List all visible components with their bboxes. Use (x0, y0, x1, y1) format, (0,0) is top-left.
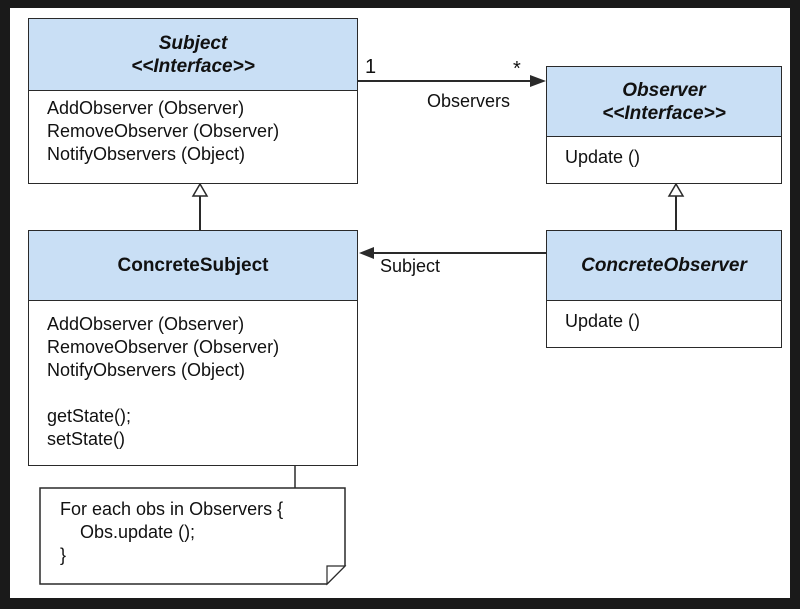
concrete-observer-header: ConcreteObserver (547, 231, 781, 301)
concrete-observer-name: ConcreteObserver (581, 255, 747, 276)
subject-methods: AddObserver (Observer) RemoveObserver (O… (29, 91, 357, 166)
multiplicity-target: * (513, 58, 521, 80)
note-fold (326, 565, 347, 586)
note-line: Obs.update (); (60, 522, 196, 542)
method: Update () (565, 147, 641, 167)
subject-header: Subject <<Interface>> (29, 19, 357, 91)
uml-diagram: Subject <<Interface>> AddObserver (Obser… (10, 8, 790, 598)
concrete-subject-methods: AddObserver (Observer) RemoveObserver (O… (29, 301, 357, 451)
method-spacer (47, 382, 357, 405)
note-line: For each obs in Observers { (60, 499, 284, 519)
association-arrowhead (530, 75, 546, 87)
method: NotifyObservers (Object) (47, 144, 246, 164)
subject-reference-arrowhead (359, 247, 374, 259)
note-line: } (60, 545, 67, 565)
method: AddObserver (Observer) (47, 98, 245, 118)
concrete-observer-class[interactable]: ConcreteObserver Update () (546, 230, 782, 348)
concrete-subject-class[interactable]: ConcreteSubject AddObserver (Observer) R… (28, 230, 358, 466)
observer-header: Observer <<Interface>> (547, 67, 781, 137)
method: RemoveObserver (Observer) (47, 337, 280, 357)
observer-generalization-triangle (667, 182, 685, 197)
subject-stereotype: <<Interface>> (131, 55, 255, 77)
method: getState(); (47, 406, 132, 426)
concrete-subject-header: ConcreteSubject (29, 231, 357, 301)
association-role-label: Observers (427, 91, 511, 111)
method: setState() (47, 429, 126, 449)
observer-stereotype: <<Interface>> (602, 102, 726, 124)
method: Update () (565, 311, 641, 331)
concrete-subject-name: ConcreteSubject (117, 255, 269, 276)
observer-class[interactable]: Observer <<Interface>> Update () (546, 66, 782, 184)
note-text: For each obs in Observers { Obs.update (… (60, 498, 283, 567)
observer-name: Observer (622, 79, 706, 101)
method: RemoveObserver (Observer) (47, 121, 280, 141)
note: For each obs in Observers { Obs.update (… (40, 488, 345, 584)
subject-reference-label: Subject (380, 256, 441, 276)
observer-methods: Update () (547, 137, 781, 169)
method: NotifyObservers (Object) (47, 360, 246, 380)
subject-name: Subject (158, 32, 228, 54)
subject-generalization-triangle (191, 182, 209, 197)
method: AddObserver (Observer) (47, 314, 245, 334)
subject-class[interactable]: Subject <<Interface>> AddObserver (Obser… (28, 18, 358, 184)
multiplicity-source: 1 (365, 56, 377, 78)
concrete-observer-methods: Update () (547, 301, 781, 333)
